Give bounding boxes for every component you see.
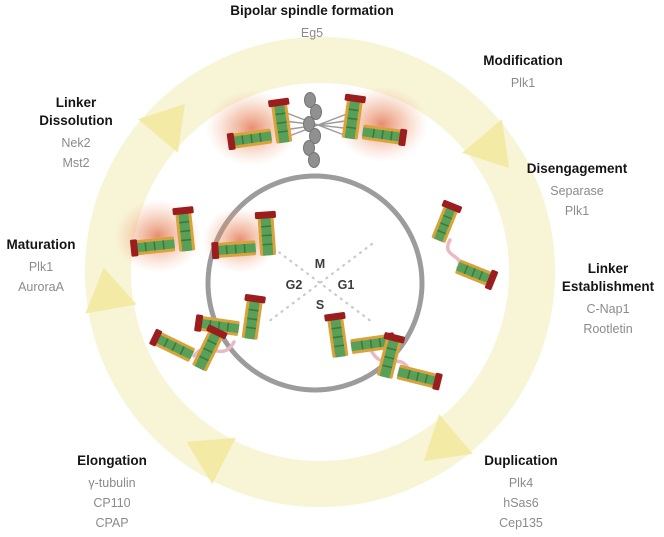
chromosome-icon	[303, 92, 322, 168]
gene-label: Rootletin	[583, 322, 633, 336]
stage-label: Maturation	[6, 237, 76, 252]
stage-elongation: Elongation γ-tubulin CP110 CPAP	[77, 452, 147, 533]
centriole-pair-icon-duplication-out	[373, 331, 451, 392]
gene-label: AuroraA	[18, 280, 64, 294]
phase-divider-x	[266, 242, 374, 324]
stage-label: Linker Dissolution	[39, 95, 113, 128]
gene-label: Plk1	[564, 204, 590, 218]
gene-label: Eg5	[300, 26, 324, 40]
gene-label: Plk1	[510, 76, 536, 90]
gene-label: γ-tubulin	[88, 476, 136, 490]
cycle-arrowhead	[138, 103, 185, 153]
gene-label: Plk1	[28, 260, 54, 274]
gene-label: C-Nap1	[586, 302, 630, 316]
gene-label: CP110	[93, 496, 131, 510]
gene-label: Plk4	[508, 476, 534, 490]
stage-label: Modification	[483, 53, 563, 68]
stage-label: Elongation	[77, 453, 147, 468]
stage-bipolar-spindle: Bipolar spindle formation Eg5	[230, 2, 394, 43]
stage-linker-establishment: Linker Establishment C-Nap1 Rootletin	[562, 260, 654, 339]
centriole-icon-disengaged-top	[428, 198, 464, 245]
phase-label-s: S	[316, 298, 324, 312]
stage-label: Disengagement	[526, 161, 628, 176]
gene-label: Nek2	[61, 136, 91, 150]
phase-label-m: M	[315, 257, 325, 271]
phase-label-g2: G2	[286, 278, 303, 292]
cycle-arrowhead	[85, 267, 137, 314]
stage-modification: Modification Plk1	[483, 52, 563, 93]
gene-label: Cep135	[499, 516, 543, 530]
mitotic-spindle-icon	[283, 92, 353, 168]
gene-label: hSas6	[503, 496, 539, 510]
cycle-arrowhead	[462, 119, 509, 169]
cycle-arrowhead	[423, 414, 473, 461]
cycle-arrowhead	[186, 437, 236, 485]
stage-label: Duplication	[484, 453, 558, 468]
stage-linker-dissolution: Linker Dissolution Nek2 Mst2	[39, 94, 113, 173]
cycle-arrowheads	[85, 103, 509, 485]
stage-disengagement: Disengagement Separase Plk1	[527, 160, 628, 221]
linker-fibre-icon	[446, 238, 462, 270]
gene-label: Separase	[550, 184, 604, 198]
centriole-icon-disengaged-bottom	[453, 256, 500, 292]
stage-duplication: Duplication Plk4 hSas6 Cep135	[484, 452, 558, 533]
stage-label: Bipolar spindle formation	[230, 3, 394, 18]
gene-label: CPAP	[95, 516, 129, 530]
gene-label: Mst2	[62, 156, 90, 170]
stage-label: Linker Establishment	[561, 261, 655, 294]
cycle-ring	[85, 37, 555, 507]
stage-maturation: Maturation Plk1 AuroraA	[7, 236, 76, 297]
phase-label-g1: G1	[338, 278, 355, 292]
